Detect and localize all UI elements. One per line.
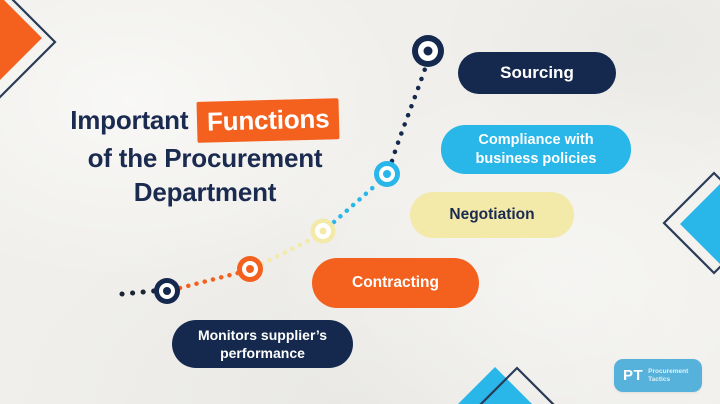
title-lead: Important xyxy=(70,105,189,135)
logo-name-line2: Tactics xyxy=(648,375,671,383)
title-line-1: Important Functions xyxy=(40,98,370,143)
top-left-diamond-outline xyxy=(0,0,57,99)
function-pill-sourcing: Sourcing xyxy=(458,52,616,94)
node-negotiation xyxy=(310,218,336,244)
right-diamond xyxy=(680,184,720,264)
timeline-segment-yellow xyxy=(259,237,313,267)
page-title: Important Functions of the Procurement D… xyxy=(40,98,370,209)
timeline-lead-dots xyxy=(119,288,157,297)
timeline-segment-cyan xyxy=(331,181,380,225)
bottom-diamond xyxy=(458,367,532,404)
top-left-diamond xyxy=(0,0,42,80)
node-compliance xyxy=(374,161,400,187)
logo-name: Procurement Tactics xyxy=(648,368,688,384)
timeline-segment-navy xyxy=(389,63,429,164)
logo-abbr: PT xyxy=(623,367,644,384)
right-diamond-outline xyxy=(662,171,720,275)
title-line-2: of the Procurement xyxy=(87,143,323,173)
bottom-diamond-outline xyxy=(479,366,555,404)
function-pill-monitors: Monitors supplier’s performance xyxy=(172,320,353,368)
function-pill-compliance: Compliance with business policies xyxy=(441,125,631,174)
title-line-3: Department xyxy=(133,177,277,207)
node-monitors xyxy=(154,278,180,304)
function-pill-contracting: Contracting xyxy=(312,258,479,308)
timeline-segment-orange xyxy=(177,270,241,291)
logo-name-line1: Procurement xyxy=(648,367,689,375)
node-sourcing xyxy=(412,35,444,67)
procurement-tactics-logo: PT Procurement Tactics xyxy=(614,359,702,392)
function-pill-negotiation: Negotiation xyxy=(410,192,574,238)
title-highlight: Functions xyxy=(196,98,341,143)
node-contracting xyxy=(237,256,263,282)
